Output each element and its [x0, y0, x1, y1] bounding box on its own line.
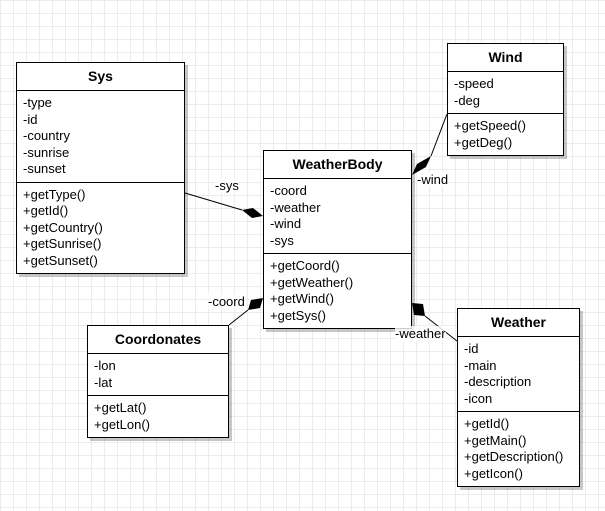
coordonates-class[interactable]: Coordonates -lon -lat +getLat() +getLon(…	[87, 325, 229, 438]
weather-attribute-id: -id	[464, 341, 479, 356]
sys-methods: +getType() +getId() +getCountry() +getSu…	[17, 181, 184, 274]
sys-composition-diamond	[242, 208, 263, 218]
weather-method-getdescription: +getDescription()	[464, 449, 564, 464]
sys-attribute-sunset: -sunset	[23, 161, 66, 176]
coordonates-method-getlon: +getLon()	[94, 416, 151, 432]
weatherbody-attribute-coord: -coord	[270, 183, 307, 198]
sys-method-getsunset: +getSunset()	[23, 252, 98, 268]
weather-role-label: -weather	[395, 326, 446, 341]
weatherbody-method-getcoord: +getCoord()	[270, 258, 340, 273]
coordonates-attribute-lat: -lat	[94, 374, 113, 390]
weather-class-name: Weather	[458, 309, 579, 337]
coordonates-methods: +getLat() +getLon()	[88, 395, 228, 437]
weather-method-getid: +getId()	[464, 416, 510, 431]
weatherbody-attribute-sys: -sys	[270, 232, 294, 248]
sys-attributes: -type -id -country -sunrise -sunset	[17, 91, 184, 182]
weatherbody-class-name: WeatherBody	[264, 151, 411, 179]
wind-role-label: -wind	[417, 172, 449, 187]
wind-class-name: Wind	[448, 44, 563, 72]
coordonates-class-name: Coordonates	[88, 326, 228, 354]
weather-methods: +getId() +getMain() +getDescription() +g…	[458, 411, 579, 486]
sys-method-gettype: +getType()	[23, 186, 86, 202]
wind-attributes: -speed -deg	[448, 72, 563, 113]
weatherbody-attribute-weather: -weather	[270, 199, 321, 215]
wind-method-getdeg: +getDeg()	[454, 134, 513, 150]
sys-association-line	[184, 192, 243, 211]
sys-attribute-type: -type	[23, 95, 52, 110]
sys-method-getsunrise: +getSunrise()	[23, 236, 102, 251]
coordonates-attribute-lon: -lon	[94, 358, 116, 373]
sys-attribute-sunrise: -sunrise	[23, 144, 70, 160]
weather-method-getmain: +getMain()	[464, 432, 527, 448]
sys-class-name: Sys	[17, 63, 184, 91]
coordonates-attributes: -lon -lat	[88, 354, 228, 395]
weatherbody-method-getwind: +getWind()	[270, 291, 334, 306]
weatherbody-method-getsys: +getSys()	[270, 307, 326, 323]
weather-class[interactable]: Weather -id -main -description -icon +ge…	[457, 308, 580, 487]
sys-class[interactable]: Sys -type -id -country -sunrise -sunset …	[16, 62, 185, 274]
weatherbody-attribute-wind: -wind	[270, 216, 302, 231]
sys-attribute-id: -id	[23, 111, 38, 127]
weatherbody-methods: +getCoord() +getWeather() +getWind() +ge…	[264, 253, 411, 328]
weather-attributes: -id -main -description -icon	[458, 337, 579, 411]
sys-role-label: -sys	[215, 178, 239, 193]
weatherbody-attributes: -coord -weather -wind -sys	[264, 179, 411, 253]
wind-class[interactable]: Wind -speed -deg +getSpeed() +getDeg()	[447, 43, 564, 156]
coordonates-method-getlat: +getLat()	[94, 400, 147, 415]
weatherbody-class[interactable]: WeatherBody -coord -weather -wind -sys +…	[263, 150, 412, 329]
wind-association-line	[430, 113, 448, 157]
wind-attribute-speed: -speed	[454, 76, 494, 91]
wind-attribute-deg: -deg	[454, 92, 481, 108]
sys-method-getid: +getId()	[23, 203, 69, 218]
wind-method-getspeed: +getSpeed()	[454, 118, 526, 133]
wind-methods: +getSpeed() +getDeg()	[448, 113, 563, 155]
weatherbody-method-getweather: +getWeather()	[270, 274, 354, 290]
coord-association-line	[228, 309, 249, 326]
weather-composition-diamond	[412, 303, 425, 316]
weather-attribute-description: -description	[464, 374, 532, 389]
weather-attribute-main: -main	[464, 357, 497, 373]
sys-method-getcountry: +getCountry()	[23, 219, 103, 235]
weather-attribute-icon: -icon	[464, 390, 493, 406]
coord-composition-diamond	[248, 298, 263, 310]
weather-method-geticon: +getIcon()	[464, 465, 523, 481]
sys-attribute-country: -country	[23, 128, 70, 143]
coord-role-label: -coord	[208, 294, 245, 309]
